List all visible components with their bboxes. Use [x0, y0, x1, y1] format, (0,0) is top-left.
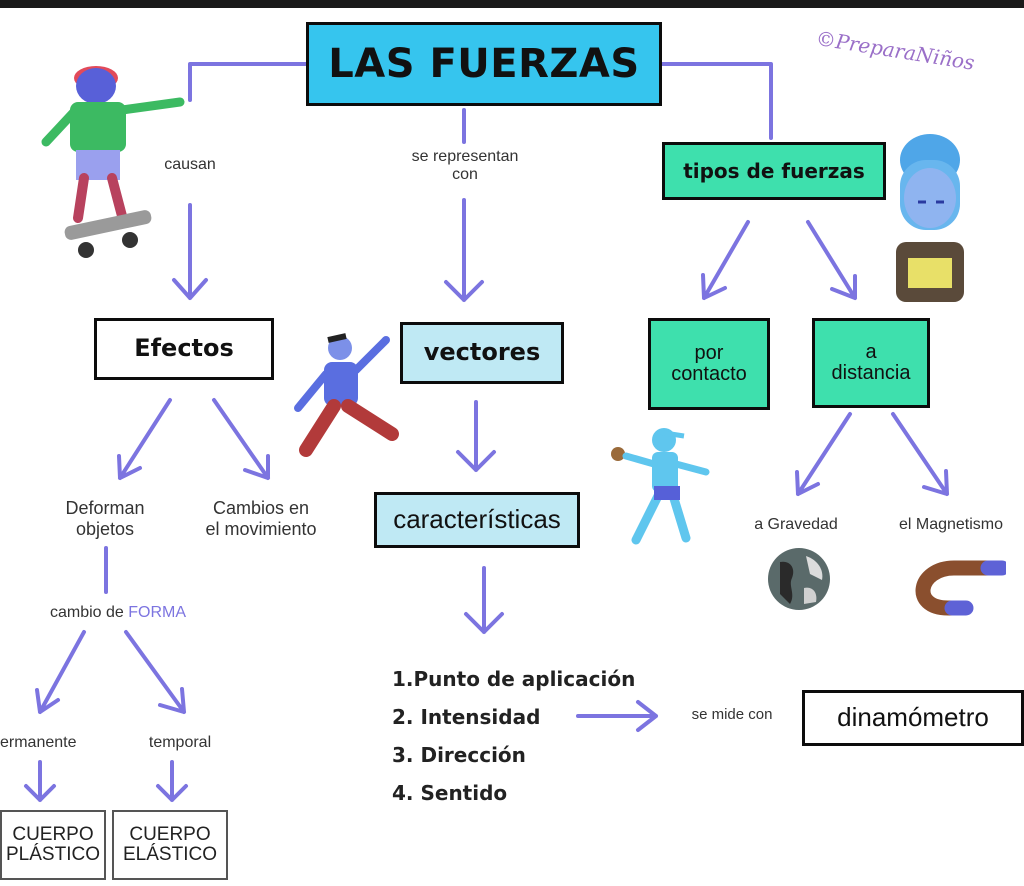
label-cambios-line1: Cambios en: [212, 498, 310, 518]
label-permanente: ermanente: [0, 734, 77, 751]
arrow-cuerpo-plastico: [24, 760, 56, 802]
node-efectos: Efectos: [94, 318, 274, 380]
runner-icon: [611, 428, 710, 545]
characteristic-item: 4. Sentido: [392, 781, 508, 805]
label-deforman-line1: Deforman: [65, 498, 145, 518]
line-title-left: [188, 62, 308, 102]
label-cambios-movimiento: Cambios en el movimiento: [176, 498, 346, 539]
node-cuerpo-plastico-line1: CUERPO: [12, 824, 94, 846]
student-girl-icon: [896, 134, 964, 302]
label-temporal: temporal: [148, 734, 212, 751]
node-por-contacto-line2: contacto: [671, 363, 747, 385]
characteristic-item: 3. Dirección: [392, 743, 526, 767]
title-box: LAS FUERZAS: [306, 22, 662, 106]
node-a-distancia-line2: distancia: [831, 362, 911, 384]
label-el-magnetismo: el Magnetismo: [898, 516, 1004, 533]
arrow-permanente: [35, 630, 86, 714]
label-se-representan: se representan con: [380, 148, 550, 185]
arrow-caracteristicas: [456, 400, 496, 472]
label-deforman-objetos: Deforman objetos: [40, 498, 170, 539]
top-border: [0, 0, 1024, 8]
node-cuerpo-plastico-line2: PLÁSTICO: [6, 844, 100, 865]
arrow-cuerpo-elastico: [156, 760, 188, 802]
label-deforman-line2: objetos: [75, 518, 135, 539]
arrow-causan: [172, 203, 208, 300]
arrow-intensidad: [576, 700, 658, 732]
characteristic-item: 1.Punto de aplicación: [392, 667, 636, 691]
node-caracteristicas: características: [374, 492, 580, 548]
arrow-cambios: [212, 398, 270, 480]
label-cambio-de-forma: cambio de FORMA: [28, 604, 208, 622]
line-title-right: [660, 62, 773, 140]
label-se-representan-line1: se representan: [411, 148, 519, 165]
node-cuerpo-elastico-line2: ELÁSTICO: [123, 844, 217, 865]
label-a-gravedad: a Gravedad: [754, 516, 838, 533]
node-por-contacto-line1: por: [694, 342, 724, 364]
node-a-distancia-line1: a: [865, 341, 877, 363]
characteristic-item: 2. Intensidad: [392, 705, 541, 729]
horseshoe-magnet-icon: [915, 560, 1006, 616]
node-dinamometro: dinamómetro: [802, 690, 1024, 746]
arrow-gravedad: [795, 412, 852, 496]
node-cuerpo-elastico-line1: CUERPO: [129, 824, 211, 846]
earth-globe-icon: [768, 548, 830, 610]
node-por-contacto: por contacto: [648, 318, 770, 410]
arrow-deforman: [117, 398, 172, 480]
jumping-person-icon: [294, 333, 399, 457]
arrow-represent: [444, 198, 484, 302]
arrow-distancia: [806, 220, 857, 300]
skater-icon: [41, 66, 185, 258]
arrow-list: [464, 566, 504, 634]
characteristics-list: 1.Punto de aplicación 2. Intensidad 3. D…: [392, 660, 635, 812]
node-vectores: vectores: [400, 322, 564, 384]
label-cambios-line2: el movimiento: [205, 518, 317, 539]
label-se-representan-line2: con: [452, 166, 478, 184]
arrow-temporal: [124, 630, 186, 714]
node-cuerpo-plastico: CUERPO PLÁSTICO: [0, 810, 106, 880]
arrow-contacto: [701, 220, 750, 300]
label-cambio-prefix: cambio de: [49, 604, 129, 621]
node-tipos-de-fuerzas: tipos de fuerzas: [662, 142, 886, 200]
label-se-mide-con: se mide con: [691, 706, 773, 723]
node-a-distancia: a distancia: [812, 318, 930, 408]
arrow-magnetismo: [891, 412, 949, 496]
node-cuerpo-elastico: CUERPO ELÁSTICO: [112, 810, 228, 880]
label-causan: causan: [164, 156, 216, 173]
label-forma-word: FORMA: [128, 604, 187, 621]
